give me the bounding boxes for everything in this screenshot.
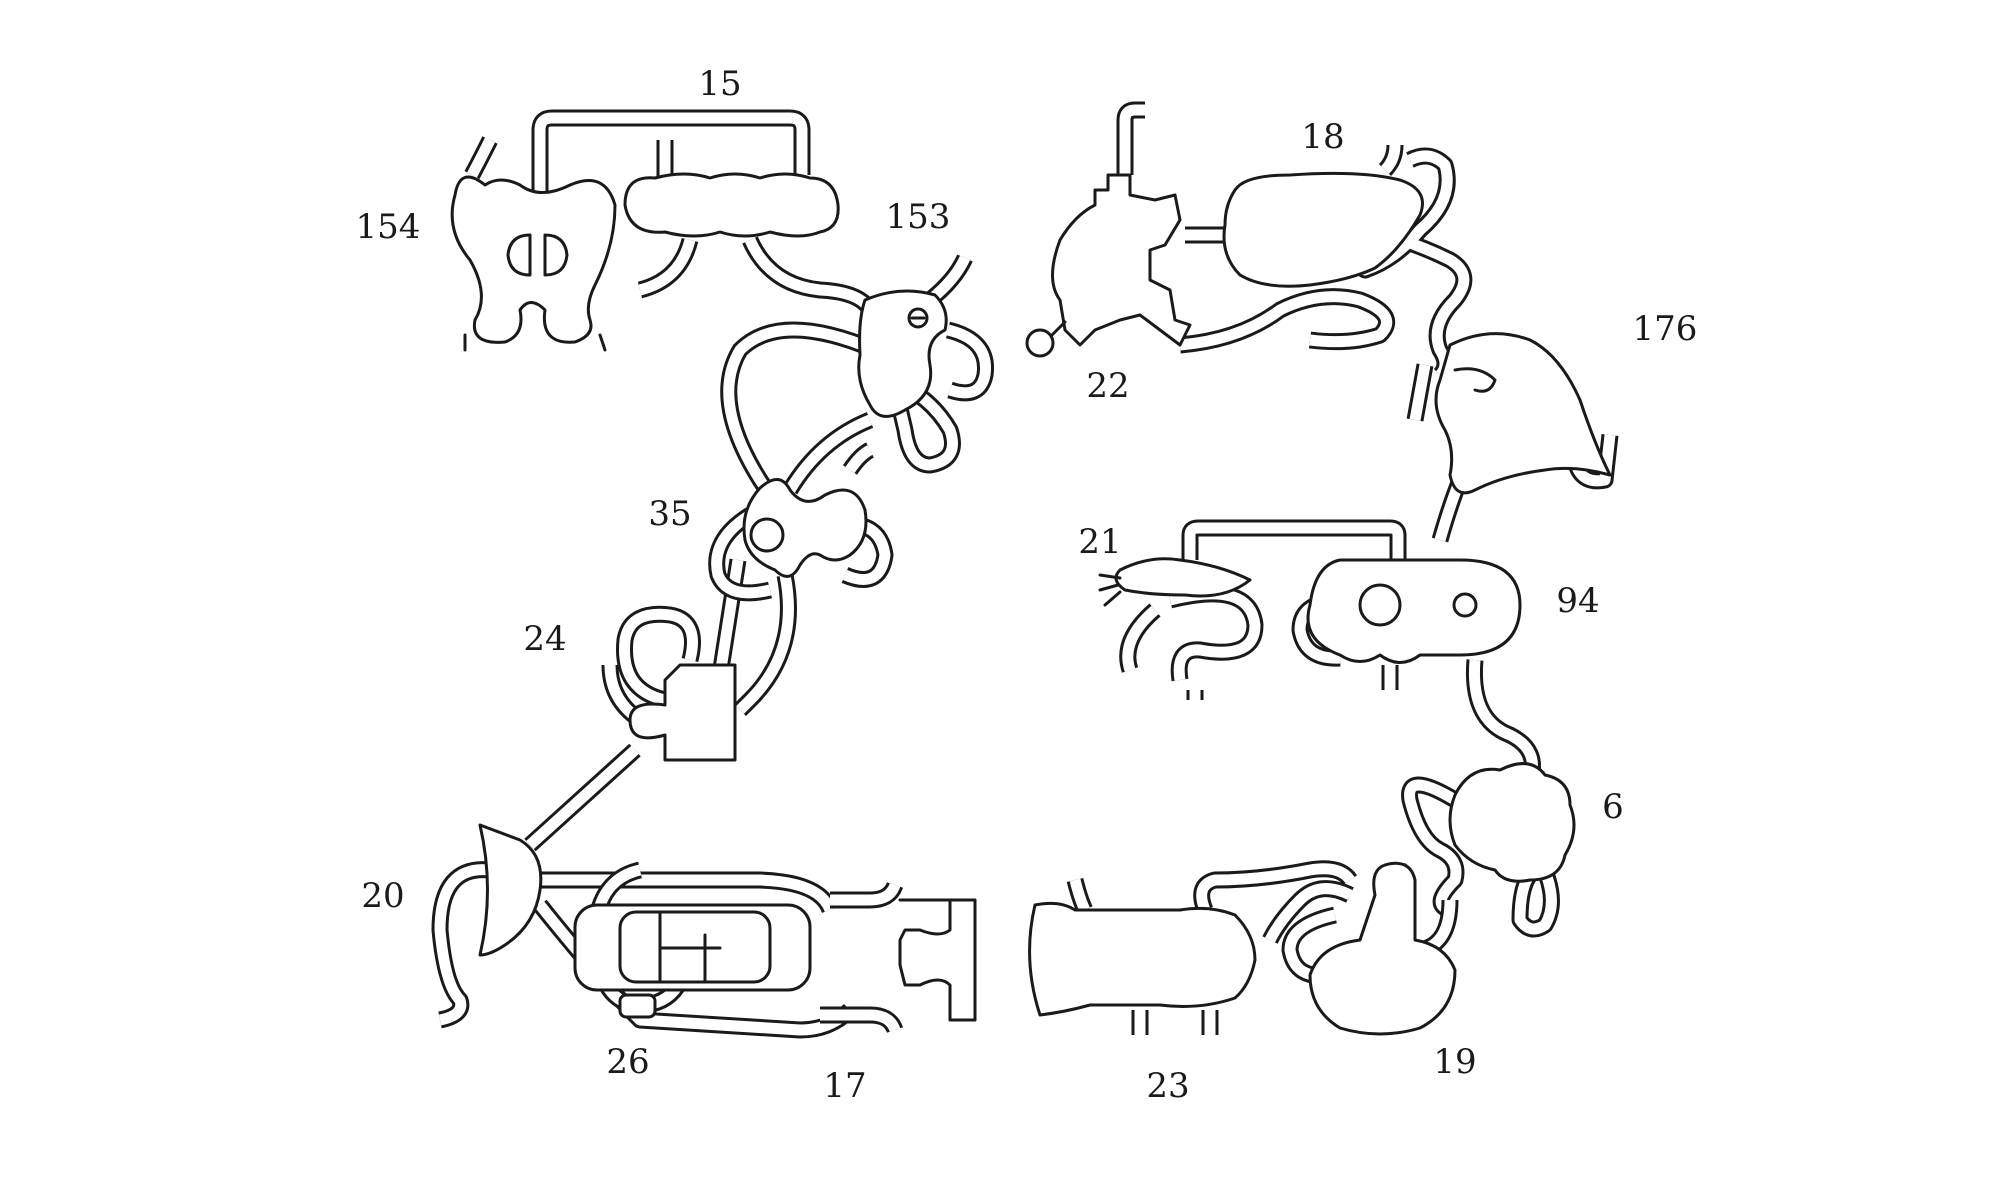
label-153: 153 [886,197,951,237]
node-176 [1434,332,1612,495]
left-chain-tubes [431,109,995,1039]
node-154 [450,175,617,344]
label-20: 20 [361,876,404,916]
label-21: 21 [1078,522,1121,562]
node-22 [1051,173,1192,347]
label-15: 15 [698,64,741,104]
node-15-blob [623,172,840,238]
node-18 [1222,171,1424,288]
node-17 [898,898,977,1022]
node-20 [478,823,543,957]
left-chain-nodes [450,172,977,1022]
label-94: 94 [1556,581,1599,621]
label-154: 154 [356,207,421,247]
node-24 [628,663,737,762]
right-chain-nodes [1025,171,1612,1036]
node-94 [1306,558,1522,664]
labels: 15 154 153 18 176 22 35 21 94 24 6 20 26… [356,64,1698,1106]
label-17: 17 [823,1066,866,1106]
label-23: 23 [1146,1066,1189,1106]
label-6: 6 [1602,787,1624,827]
label-19: 19 [1433,1042,1476,1082]
node-19 [1308,861,1457,1036]
node-6 [1448,762,1576,883]
node-21 [1114,557,1252,598]
label-22: 22 [1086,366,1129,406]
node-35 [742,478,868,578]
label-176: 176 [1633,309,1698,349]
node-23 [1028,901,1257,1017]
label-24: 24 [523,619,566,659]
label-26: 26 [606,1042,649,1082]
label-18: 18 [1301,117,1344,157]
label-35: 35 [648,494,691,534]
